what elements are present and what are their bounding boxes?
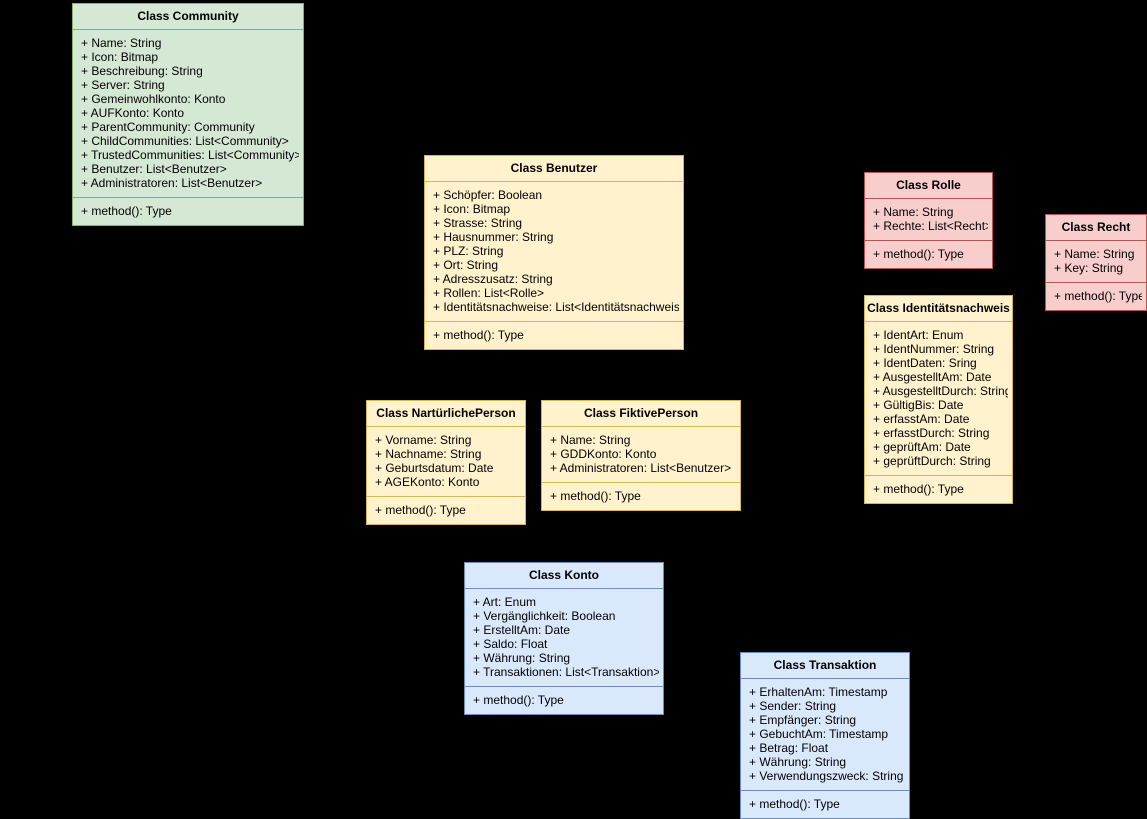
class-box-identitaetsnachweis[interactable]: Class Identitätsnachweis+ IdentArt: Enum… xyxy=(864,295,1013,504)
attribute-row: + GebuchtAm: Timestamp xyxy=(749,727,889,741)
class-box-recht[interactable]: Class Recht+ Name: String+ Key: String+ … xyxy=(1045,214,1147,311)
attribute-row: + Schöpfer: Boolean xyxy=(433,188,543,202)
class-title-nartuerliche-person: Class NartürlichePerson xyxy=(367,401,525,427)
attribute-row: + Icon: Bitmap xyxy=(433,202,511,216)
class-title-community: Class Community xyxy=(73,4,303,30)
method-row: + method(): Type xyxy=(375,503,466,517)
attribute-row: + IdentDaten: Sring xyxy=(873,356,977,370)
attribute-row: + Adresszusatz: String xyxy=(433,272,553,286)
class-box-nartuerliche-person[interactable]: Class NartürlichePerson+ Vorname: String… xyxy=(366,400,526,525)
attribute-row: + Server: String xyxy=(81,78,165,92)
attribute-row: + AusgestelltDurch: String xyxy=(873,384,1008,398)
attribute-row: + Administratoren: List<Benutzer> xyxy=(550,461,732,475)
class-title-identitaetsnachweis: Class Identitätsnachweis xyxy=(865,296,1012,322)
attribute-row: + IdentArt: Enum xyxy=(873,328,964,342)
attribute-row: + Geburtsdatum: Date xyxy=(375,461,494,475)
attribute-row: + Gemeinwohlkonto: Konto xyxy=(81,92,226,106)
attribute-row: + ChildCommunities: List<Community> xyxy=(81,134,289,148)
attribute-row: + Vorname: String xyxy=(375,433,472,447)
method-row: + method(): Type xyxy=(873,482,964,496)
class-attributes-identitaetsnachweis: + IdentArt: Enum+ IdentNummer: String+ I… xyxy=(865,322,1012,475)
class-title-rolle: Class Rolle xyxy=(865,173,992,199)
class-attributes-recht: + Name: String+ Key: String xyxy=(1046,241,1146,282)
attribute-row: + AUFKonto: Konto xyxy=(81,106,185,120)
method-row: + method(): Type xyxy=(433,328,524,342)
attribute-row: + erfasstDurch: String xyxy=(873,426,990,440)
class-title-recht: Class Recht xyxy=(1046,215,1146,241)
attribute-row: + ErstelltAm: Date xyxy=(473,623,571,637)
attribute-row: + AGEKonto: Konto xyxy=(375,475,480,489)
class-methods-recht: + method(): Type xyxy=(1046,282,1146,310)
class-methods-community: + method(): Type xyxy=(73,197,303,225)
attribute-row: + GDDKonto: Konto xyxy=(550,447,657,461)
attribute-row: + geprüftDurch: String xyxy=(873,454,991,468)
attribute-row: + AusgestelltAm: Date xyxy=(873,370,992,384)
attribute-row: + Administratoren: List<Benutzer> xyxy=(81,176,263,190)
attribute-row: + Rechte: List<Recht> xyxy=(873,219,988,233)
class-box-transaktion[interactable]: Class Transaktion+ ErhaltenAm: Timestamp… xyxy=(740,652,910,819)
class-methods-nartuerliche-person: + method(): Type xyxy=(367,496,525,524)
attribute-row: + Art: Enum xyxy=(473,595,537,609)
class-methods-identitaetsnachweis: + method(): Type xyxy=(865,475,1012,503)
class-attributes-rolle: + Name: String+ Rechte: List<Recht> xyxy=(865,199,992,240)
class-methods-konto: + method(): Type xyxy=(465,686,663,714)
attribute-row: + PLZ: String xyxy=(433,244,504,258)
attribute-row: + Nachname: String xyxy=(375,447,482,461)
class-attributes-transaktion: + ErhaltenAm: Timestamp+ Sender: String+… xyxy=(741,679,909,790)
class-box-rolle[interactable]: Class Rolle+ Name: String+ Rechte: List<… xyxy=(864,172,993,269)
class-title-benutzer: Class Benutzer xyxy=(425,156,683,182)
attribute-row: + Saldo: Float xyxy=(473,637,548,651)
attribute-row: + Rollen: List<Rolle> xyxy=(433,286,545,300)
attribute-row: + Beschreibung: String xyxy=(81,64,203,78)
attribute-row: + Identitätsnachweise: List<Identitätsna… xyxy=(433,300,679,314)
attribute-row: + Key: String xyxy=(1054,261,1124,275)
method-row: + method(): Type xyxy=(1054,289,1142,303)
attribute-row: + Empfänger: String xyxy=(749,713,857,727)
attribute-row: + Name: String xyxy=(550,433,631,447)
class-methods-transaktion: + method(): Type xyxy=(741,790,909,818)
class-title-transaktion: Class Transaktion xyxy=(741,653,909,679)
method-row: + method(): Type xyxy=(550,489,641,503)
attribute-row: + ParentCommunity: Community xyxy=(81,120,255,134)
class-attributes-benutzer: + Schöpfer: Boolean+ Icon: Bitmap+ Stras… xyxy=(425,182,683,321)
class-attributes-community: + Name: String+ Icon: Bitmap+ Beschreibu… xyxy=(73,30,303,197)
attribute-row: + Währung: String xyxy=(473,651,571,665)
method-row: + method(): Type xyxy=(473,693,564,707)
attribute-row: + Name: String xyxy=(1054,247,1135,261)
method-row: + method(): Type xyxy=(873,247,964,261)
class-methods-benutzer: + method(): Type xyxy=(425,321,683,349)
attribute-row: + Transaktionen: List<Transaktion> xyxy=(473,665,659,679)
attribute-row: + Betrag: Float xyxy=(749,741,829,755)
attribute-row: + Hausnummer: String xyxy=(433,230,554,244)
attribute-row: + Name: String xyxy=(81,36,162,50)
attribute-row: + IdentNummer: String xyxy=(873,342,995,356)
attribute-row: + Ort: String xyxy=(433,258,499,272)
class-box-benutzer[interactable]: Class Benutzer+ Schöpfer: Boolean+ Icon:… xyxy=(424,155,684,350)
attribute-row: + Strasse: String xyxy=(433,216,523,230)
class-attributes-konto: + Art: Enum+ Vergänglichkeit: Boolean+ E… xyxy=(465,589,663,686)
attribute-row: + Name: String xyxy=(873,205,954,219)
attribute-row: + ErhaltenAm: Timestamp xyxy=(749,685,888,699)
class-box-community[interactable]: Class Community+ Name: String+ Icon: Bit… xyxy=(72,3,304,226)
method-row: + method(): Type xyxy=(81,204,172,218)
attribute-row: + TrustedCommunities: List<Community> xyxy=(81,148,299,162)
class-attributes-fiktive-person: + Name: String+ GDDKonto: Konto+ Adminis… xyxy=(542,427,740,482)
class-methods-fiktive-person: + method(): Type xyxy=(542,482,740,510)
class-methods-rolle: + method(): Type xyxy=(865,240,992,268)
attribute-row: + erfasstAm: Date xyxy=(873,412,970,426)
class-attributes-nartuerliche-person: + Vorname: String+ Nachname: String+ Geb… xyxy=(367,427,525,496)
attribute-row: + Verwendungszweck: String xyxy=(749,769,904,783)
class-box-fiktive-person[interactable]: Class FiktivePerson+ Name: String+ GDDKo… xyxy=(541,400,741,511)
class-title-fiktive-person: Class FiktivePerson xyxy=(542,401,740,427)
attribute-row: + Sender: String xyxy=(749,699,837,713)
attribute-row: + geprüftAm: Date xyxy=(873,440,971,454)
attribute-row: + Icon: Bitmap xyxy=(81,50,159,64)
method-row: + method(): Type xyxy=(749,797,840,811)
attribute-row: + Vergänglichkeit: Boolean xyxy=(473,609,616,623)
class-title-konto: Class Konto xyxy=(465,563,663,589)
class-box-konto[interactable]: Class Konto+ Art: Enum+ Vergänglichkeit:… xyxy=(464,562,664,715)
attribute-row: + GültigBis: Date xyxy=(873,398,964,412)
attribute-row: + Benutzer: List<Benutzer> xyxy=(81,162,227,176)
attribute-row: + Währung: String xyxy=(749,755,847,769)
